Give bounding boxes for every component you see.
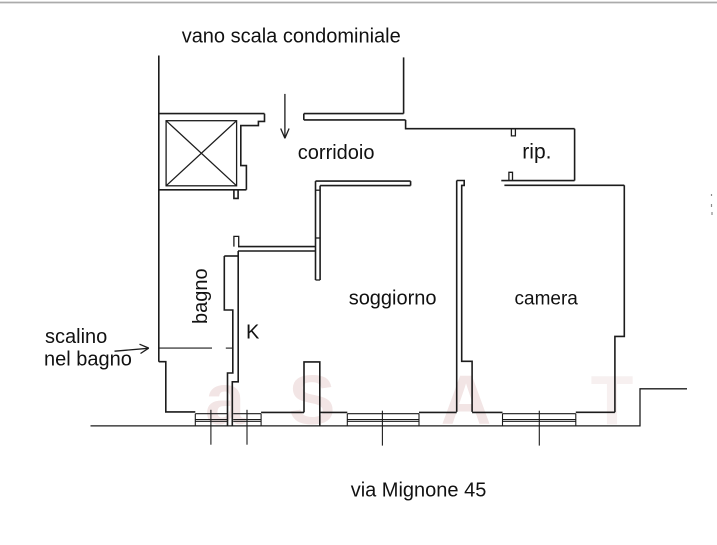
svg-text:T: T: [591, 361, 634, 439]
svg-text:rip.: rip.: [522, 141, 551, 164]
svg-text:S: S: [289, 361, 336, 439]
svg-text:via Mignone 45: via Mignone 45: [351, 479, 487, 501]
svg-text:camera: camera: [515, 288, 579, 309]
svg-text:scalino: scalino: [45, 326, 107, 348]
svg-text:a: a: [205, 360, 246, 440]
svg-text:K: K: [246, 322, 260, 344]
svg-text:soggiorno: soggiorno: [349, 287, 437, 309]
svg-text:A: A: [441, 361, 492, 439]
svg-text:nel bagno: nel bagno: [44, 348, 132, 370]
svg-text:bagno: bagno: [190, 268, 212, 324]
svg-text:vano scala condominiale: vano scala condominiale: [182, 26, 401, 48]
svg-text:corridoio: corridoio: [298, 142, 375, 164]
